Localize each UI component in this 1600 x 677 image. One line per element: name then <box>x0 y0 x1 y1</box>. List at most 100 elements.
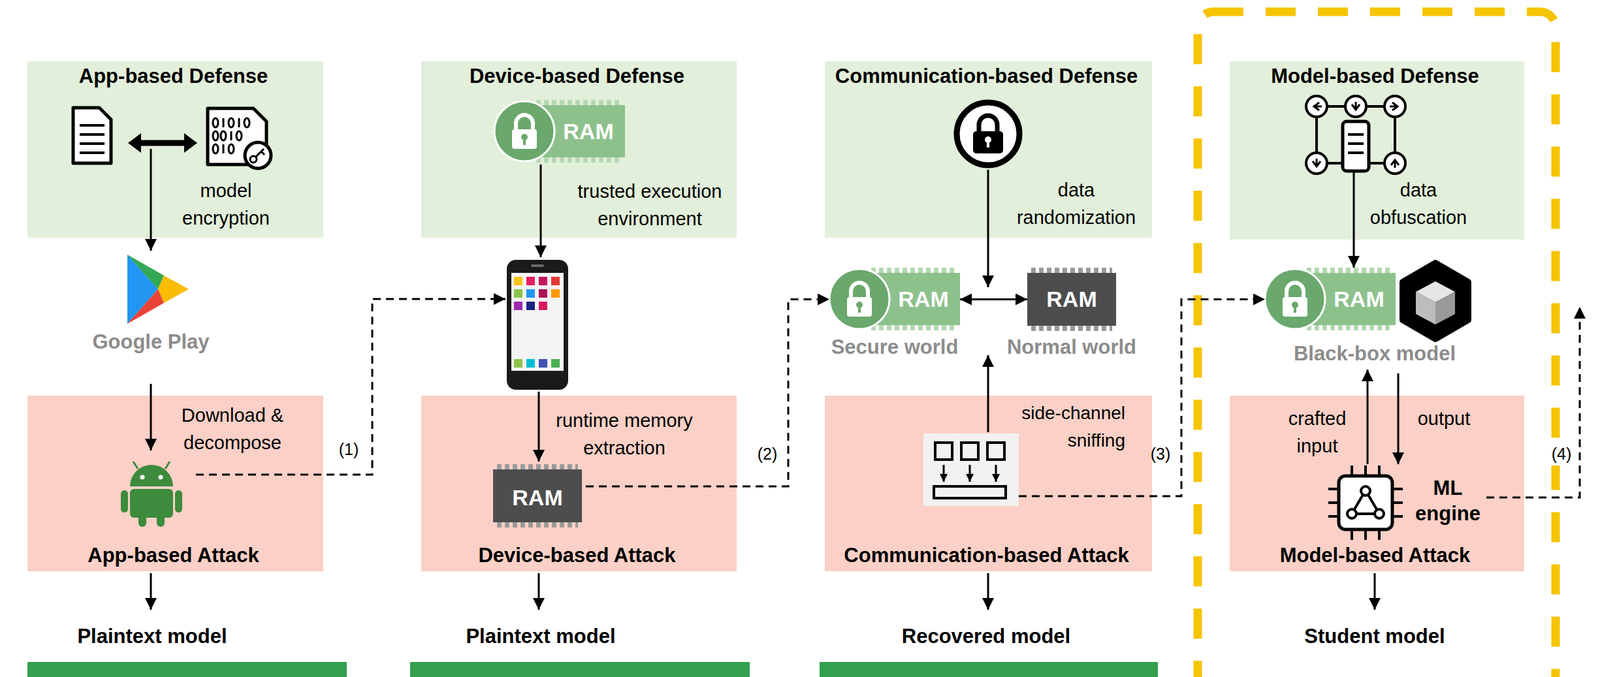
smartphone-icon <box>526 289 535 298</box>
ml-engine-icon <box>1328 487 1339 491</box>
encrypted-file-icon <box>261 151 265 155</box>
obfuscation-icon <box>1347 151 1364 155</box>
connector-arrow <box>1353 239 1356 268</box>
flow-arrow <box>987 355 990 433</box>
google-play-logo <box>127 254 164 290</box>
android-icon <box>140 475 145 480</box>
encrypted-file-icon <box>222 144 225 154</box>
obfuscation-icon <box>1366 105 1385 108</box>
ram-chip: RAMNormal world <box>1005 267 1142 363</box>
sniffer-icon <box>969 464 972 482</box>
android-icon <box>120 490 128 513</box>
flow-line <box>150 148 153 238</box>
edge-label: (3) <box>1144 442 1177 466</box>
obfuscation-icon <box>1389 102 1398 111</box>
black-box-cube <box>1402 263 1469 339</box>
obfuscation-icon <box>1368 161 1385 165</box>
lock-icon <box>984 136 992 144</box>
smartphone-icon <box>506 259 569 390</box>
caption-text: Google Play <box>86 330 215 354</box>
black-box-cube <box>1415 281 1456 303</box>
ml-engine-icon <box>1328 501 1339 505</box>
black-box-cube <box>1402 263 1469 339</box>
lock-icon <box>973 131 1004 154</box>
android-icon <box>165 461 170 469</box>
panel-title: Communication-based Attack <box>824 544 1149 568</box>
ml-engine-icon <box>1328 465 1403 541</box>
output-bars <box>27 662 347 677</box>
android-icon <box>120 461 183 528</box>
annotation-text: data randomization <box>1010 176 1142 232</box>
lock-icon <box>986 141 990 148</box>
app-store-node: Google Play <box>86 250 219 356</box>
encrypted-file-icon <box>207 108 272 169</box>
smartphone-icon <box>513 276 523 286</box>
encrypted-file-icon <box>236 131 242 141</box>
sniffer-icon <box>961 442 979 460</box>
flow-arrow <box>538 391 541 462</box>
annotation-text: runtime memory extraction <box>549 406 700 462</box>
panel-title: Communication-based Defense <box>824 64 1149 89</box>
caption-text: Black-box model <box>1289 342 1460 366</box>
smartphone-icon <box>538 359 548 368</box>
defense-panel: Device-based Defensetrusted execution en… <box>421 61 737 238</box>
defense-panel: App-based Defensemodel encryption <box>27 61 324 238</box>
ml-engine-icon <box>1350 465 1354 477</box>
output-bars <box>410 662 750 677</box>
annotation-text: Download & decompose <box>160 401 305 457</box>
secure-ram-chip <box>1264 269 1396 330</box>
ml-engine-node: ML engine <box>1327 462 1488 543</box>
dashed-connector <box>195 299 506 475</box>
ml-engine-icon <box>1347 509 1357 519</box>
defense-panel: Communication-based Defense data randomiz… <box>824 61 1152 238</box>
ml-engine-icon <box>1392 501 1403 505</box>
smartphone-icon <box>538 301 548 311</box>
encrypted-file-icon <box>222 118 225 128</box>
smartphone-icon <box>530 264 544 268</box>
secure-ram-chip: RAM <box>494 99 625 164</box>
chip-label: RAM <box>555 118 622 145</box>
attack-panel: runtime memory extractionDevice-based At… <box>421 395 737 572</box>
flow-arrow <box>150 573 153 610</box>
document-icon <box>79 133 105 136</box>
smartphone-icon <box>551 276 560 286</box>
attack-panel: Download & decomposeApp-based Attack <box>27 395 324 572</box>
panel-title: Model-based Defense <box>1229 64 1521 89</box>
ml-engine-icon <box>1328 515 1339 518</box>
ram-chip <box>493 466 582 526</box>
encrypted-file-icon <box>244 118 250 128</box>
sniffer-icon <box>923 433 1019 507</box>
flow-line <box>1353 172 1356 240</box>
ram-chip: RAM <box>493 464 586 531</box>
callout-number: (1) <box>332 437 366 462</box>
android-icon <box>129 489 174 518</box>
annotation-text: model encryption <box>163 176 288 232</box>
connector-arrow <box>1366 369 1369 465</box>
panel-title: App-based Attack <box>27 544 320 568</box>
encrypted-file-icon <box>212 118 219 128</box>
encrypted-file-icon <box>212 144 219 154</box>
android-icon <box>138 512 147 528</box>
ml-engine-icon <box>1338 476 1393 530</box>
smartphone-icon <box>551 289 560 298</box>
obfuscation-icon <box>1327 105 1346 108</box>
flow-arrow <box>987 169 990 288</box>
dashed-connector <box>585 299 830 488</box>
ml-engine-icon <box>1364 465 1367 477</box>
encrypted-file-icon <box>244 142 272 169</box>
highlight-frame <box>1197 11 1556 677</box>
google-play-logo <box>127 289 164 324</box>
obfuscation-icon <box>1315 116 1318 153</box>
document-icon <box>79 124 105 127</box>
encrypted-file-icon <box>228 118 234 128</box>
obfuscation-icon <box>1312 158 1321 167</box>
edge-label: (2) <box>751 442 784 466</box>
connector-arrow <box>1397 373 1400 465</box>
encrypted-file-icon <box>256 148 264 157</box>
ml-engine-icon <box>1360 486 1371 496</box>
smartphone-icon <box>511 272 564 371</box>
ml-engine-icon <box>1374 509 1384 519</box>
obfuscation-icon <box>1384 96 1406 117</box>
document-icon <box>79 142 105 145</box>
obfuscation-icon <box>1384 152 1406 174</box>
